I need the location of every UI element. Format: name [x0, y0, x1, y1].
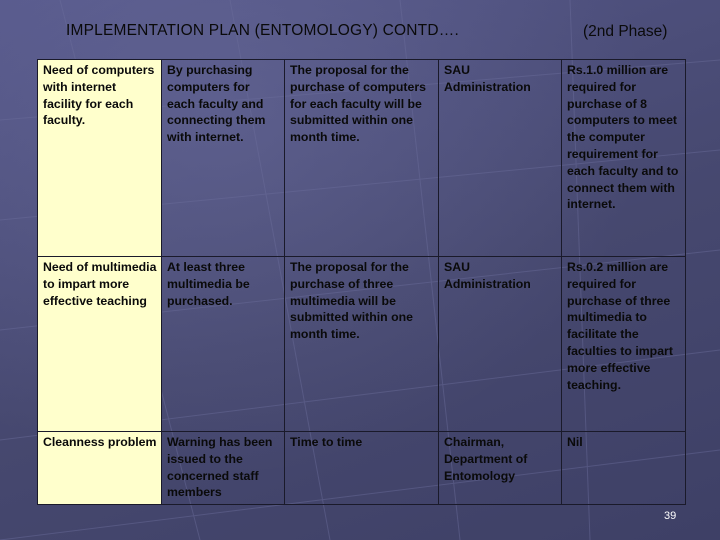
responsibility-cell: SAU Administration [438, 59, 562, 257]
action-cell: Warning has been issued to the concerned… [161, 430, 285, 506]
table-row: Need of computers with internet facility… [37, 59, 686, 257]
need-cell: Cleanness problem [37, 430, 162, 506]
timeline-cell: The proposal for the purchase of three m… [284, 256, 439, 432]
cost-cell: Rs.0.2 million are required for purchase… [561, 256, 686, 432]
cost-cell: Nil [561, 430, 686, 506]
need-cell: Need of computers with internet facility… [37, 59, 162, 257]
action-cell: By purchasing computers for each faculty… [161, 59, 285, 257]
need-cell: Need of multimedia to impart more effect… [37, 256, 162, 432]
responsibility-cell: Chairman, Department of Entomology [438, 430, 562, 506]
cost-cell: Rs.1.0 million are required for purchase… [561, 59, 686, 257]
slide-title: IMPLEMENTATION PLAN (ENTOMOLOGY) CONTD…. [66, 22, 459, 39]
implementation-plan-table: Need of computers with internet facility… [37, 59, 686, 506]
timeline-cell: Time to time [284, 430, 439, 506]
page-number: 39 [664, 510, 677, 522]
phase-label: (2nd Phase) [583, 23, 668, 40]
table-row: Cleanness problem Warning has been issue… [37, 430, 686, 506]
table-row: Need of multimedia to impart more effect… [37, 256, 686, 432]
responsibility-cell: SAU Administration [438, 256, 562, 432]
action-cell: At least three multimedia be purchased. [161, 256, 285, 432]
timeline-cell: The proposal for the purchase of compute… [284, 59, 439, 257]
